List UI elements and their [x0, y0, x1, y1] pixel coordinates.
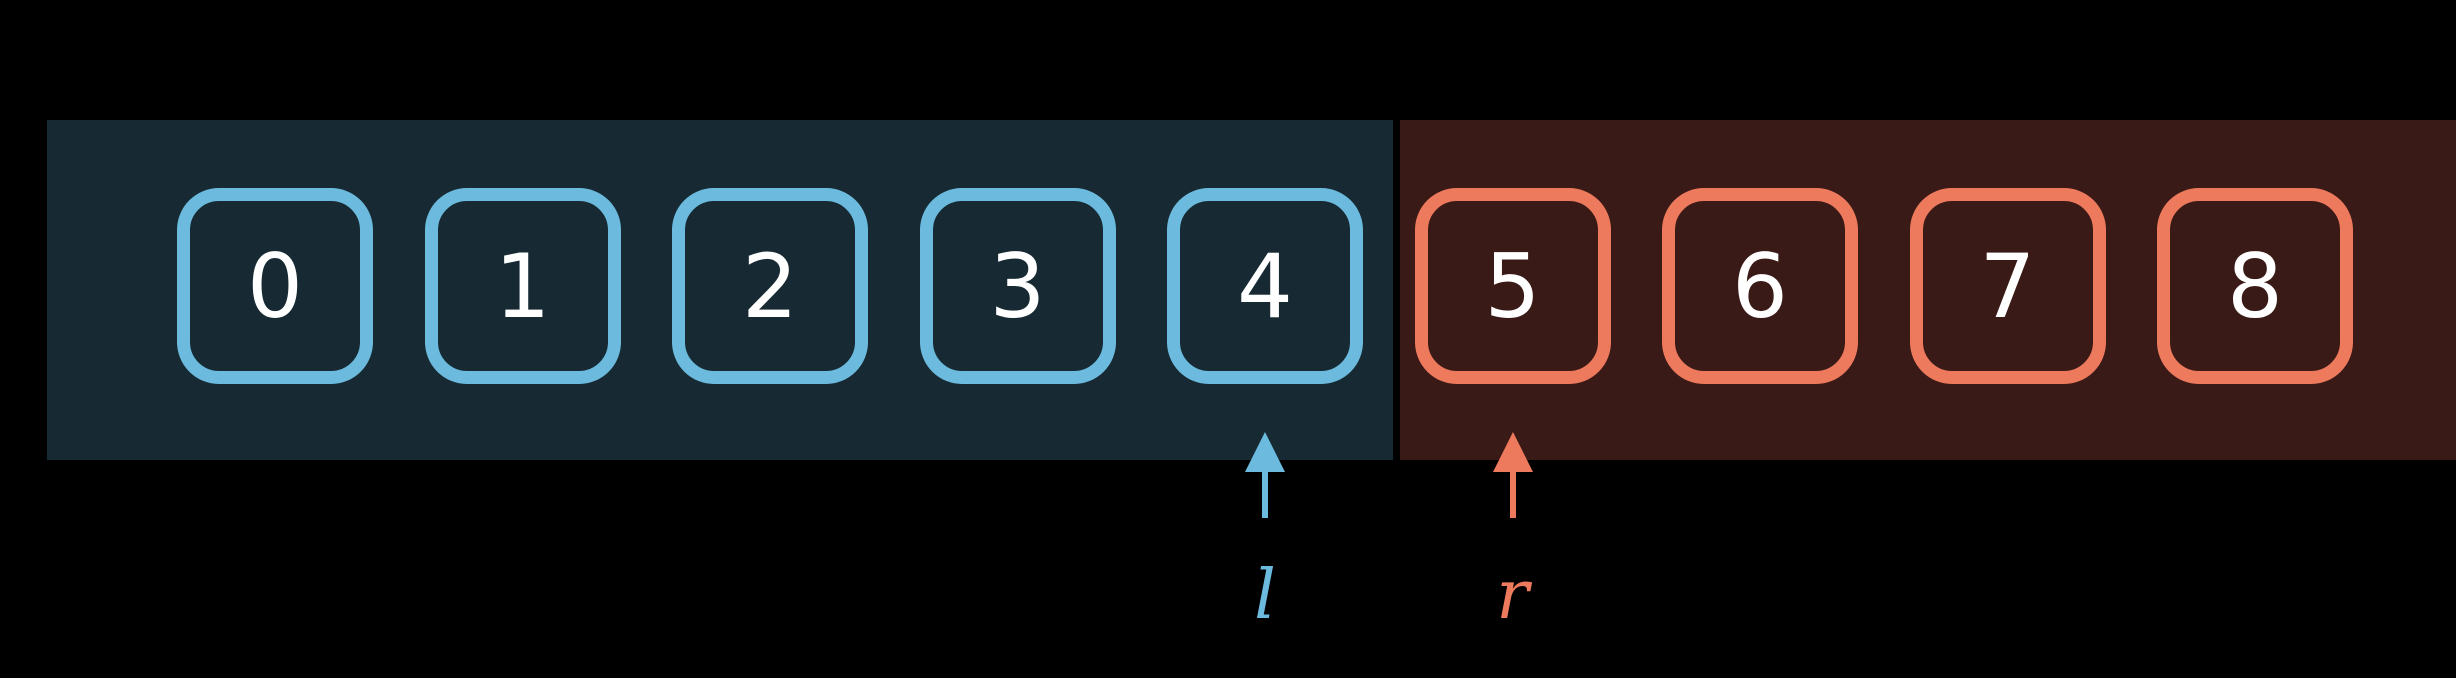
array-cell-1: 1 — [424, 188, 621, 384]
up-arrow-icon — [1492, 432, 1533, 518]
array-cell-8: 8 — [2157, 188, 2353, 384]
array-cell-3: 3 — [919, 188, 1116, 384]
pointer-label-r: r — [1496, 556, 1529, 635]
up-arrow-icon — [1245, 432, 1285, 518]
array-cell-value: 0 — [247, 234, 303, 338]
array-cell-value: 1 — [494, 234, 551, 338]
array-cell-value: 6 — [1732, 234, 1788, 338]
array-cell-7: 7 — [1909, 188, 2106, 384]
array-cell-value: 7 — [1979, 234, 2036, 338]
array-cell-5: 5 — [1414, 188, 1611, 384]
array-cell-4: 4 — [1167, 188, 1363, 384]
array-cell-value: 2 — [742, 234, 798, 338]
array-cell-6: 6 — [1662, 188, 1858, 384]
array-cell-value: 5 — [1484, 234, 1541, 338]
array-cell-value: 3 — [989, 234, 1046, 338]
array-cell-2: 2 — [672, 188, 868, 384]
array-cell-0: 0 — [177, 188, 373, 384]
array-cell-value: 8 — [2227, 234, 2283, 338]
array-cell-value: 4 — [1237, 234, 1293, 338]
pointer-label-l: l — [1254, 556, 1276, 635]
